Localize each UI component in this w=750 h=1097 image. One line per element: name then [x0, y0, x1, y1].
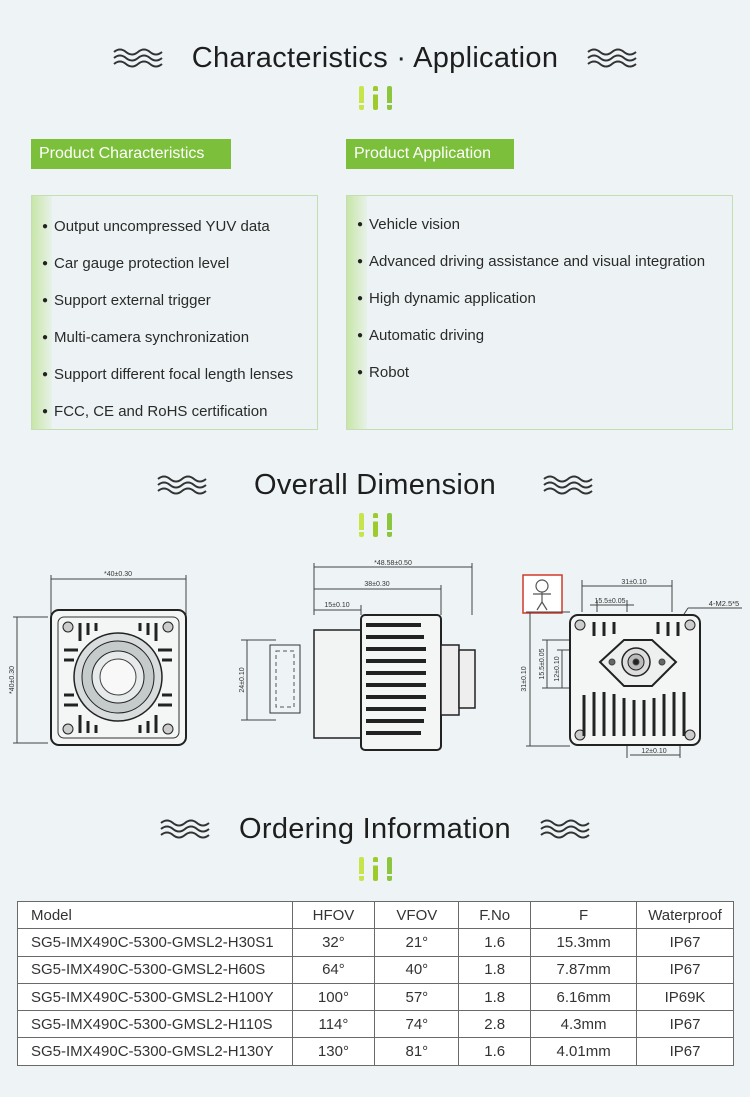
- cell-hfov: 114°: [291, 1010, 376, 1039]
- waves-icon: [160, 819, 210, 839]
- table-row: SG5-IMX490C-5300-GMSL2-H130Y 130° 81° 1.…: [17, 1037, 734, 1066]
- list-item: Advanced driving assistance and visual i…: [357, 243, 705, 280]
- list-item: Robot: [357, 354, 705, 391]
- cell-waterproof: IP69K: [636, 982, 734, 1012]
- cell-waterproof: IP67: [636, 928, 734, 957]
- list-item: Automatic driving: [357, 317, 705, 354]
- cell-vfov: 21°: [374, 928, 460, 957]
- ordering-title-row: Ordering Information: [0, 809, 750, 849]
- header-fno: F.No: [458, 900, 532, 930]
- cell-vfov: 74°: [374, 1010, 460, 1039]
- back-v1-label: 15.5±0.05: [539, 648, 546, 679]
- cell-fno: 2.8: [458, 1010, 532, 1039]
- table-row: SG5-IMX490C-5300-GMSL2-H100Y 100° 57° 1.…: [17, 982, 734, 1012]
- table-header-row: Model HFOV VFOV F.No F Waterproof: [17, 900, 734, 930]
- waves-icon: [587, 48, 637, 68]
- cell-f: 4.01mm: [530, 1037, 638, 1066]
- waves-icon: [543, 475, 593, 495]
- cell-waterproof: IP67: [636, 1010, 734, 1039]
- header-waterproof: Waterproof: [636, 900, 734, 930]
- cell-hfov: 32°: [291, 928, 376, 957]
- side-total-label: *48.58±0.50: [374, 560, 412, 567]
- back-holes-label: 4-M2.5*5: [709, 599, 739, 608]
- cell-hfov: 130°: [291, 1037, 376, 1066]
- cell-vfov: 81°: [374, 1037, 460, 1066]
- list-item: Vehicle vision: [357, 206, 705, 243]
- list-item: Output uncompressed YUV data: [42, 208, 293, 245]
- front-view-drawing: *40±0.30 *40±0.30: [9, 571, 187, 746]
- cell-model: SG5-IMX490C-5300-GMSL2-H60S: [17, 955, 293, 984]
- section-title-characteristics: Characteristics · Application: [191, 41, 559, 74]
- back-inner-label: 15.5±0.05: [594, 598, 625, 605]
- cell-f: 4.3mm: [530, 1010, 638, 1039]
- product-characteristics-tag: Product Characteristics: [31, 139, 231, 169]
- exclamation-marks-icon: [0, 857, 750, 883]
- product-application-tag: Product Application: [346, 139, 514, 169]
- table-row: SG5-IMX490C-5300-GMSL2-H30S1 32° 21° 1.6…: [17, 928, 734, 957]
- table-row: SG5-IMX490C-5300-GMSL2-H60S 64° 40° 1.8 …: [17, 955, 734, 984]
- side-view-drawing: *48.58±0.50 38±0.30 15±0.10 24±0.10: [239, 560, 476, 751]
- back-view-drawing: 31±0.10 15.5±0.05 4-M2.5*5 15.5±0.05 12±…: [521, 574, 742, 758]
- section-title-ordering: Ordering Information: [239, 812, 511, 845]
- dimension-title-row: Overall Dimension: [0, 465, 750, 505]
- cell-fno: 1.6: [458, 1037, 532, 1066]
- characteristics-list: Output uncompressed YUV data Car gauge p…: [42, 208, 293, 430]
- characteristics-title-row: Characteristics · Application: [0, 38, 750, 78]
- cell-f: 15.3mm: [530, 928, 638, 957]
- cell-hfov: 100°: [291, 982, 376, 1012]
- cell-f: 6.16mm: [530, 982, 638, 1012]
- back-top-label: 31±0.10: [621, 579, 646, 586]
- waves-icon: [540, 819, 590, 839]
- cell-vfov: 57°: [374, 982, 460, 1012]
- cell-model: SG5-IMX490C-5300-GMSL2-H130Y: [17, 1037, 293, 1066]
- front-height-label: *40±0.30: [9, 666, 16, 694]
- list-item: Car gauge protection level: [42, 245, 293, 282]
- cell-waterproof: IP67: [636, 1037, 734, 1066]
- application-panel: Vehicle vision Advanced driving assistan…: [346, 195, 733, 430]
- front-width-label: *40±0.30: [104, 571, 132, 578]
- list-item: FCC, CE and RoHS certification: [42, 393, 293, 430]
- cell-waterproof: IP67: [636, 955, 734, 984]
- back-v2-label: 12±0.10: [554, 656, 561, 681]
- list-item: Support different focal length lenses: [42, 356, 293, 393]
- cell-model: SG5-IMX490C-5300-GMSL2-H100Y: [17, 982, 293, 1012]
- application-list: Vehicle vision Advanced driving assistan…: [357, 206, 705, 391]
- cell-model: SG5-IMX490C-5300-GMSL2-H110S: [17, 1010, 293, 1039]
- cell-fno: 1.6: [458, 928, 532, 957]
- back-bottom-label: 12±0.10: [641, 748, 666, 755]
- waves-icon: [113, 48, 163, 68]
- back-height-label: 31±0.10: [521, 666, 528, 691]
- list-item: High dynamic application: [357, 280, 705, 317]
- section-title-dimension: Overall Dimension: [253, 468, 496, 501]
- list-item: Support external trigger: [42, 282, 293, 319]
- cell-model: SG5-IMX490C-5300-GMSL2-H30S1: [17, 928, 293, 957]
- ordering-table: Model HFOV VFOV F.No F Waterproof SG5-IM…: [17, 900, 734, 1066]
- side-body-label: 38±0.30: [364, 581, 389, 588]
- cell-f: 7.87mm: [530, 955, 638, 984]
- table-row: SG5-IMX490C-5300-GMSL2-H110S 114° 74° 2.…: [17, 1010, 734, 1039]
- characteristics-panel: Output uncompressed YUV data Car gauge p…: [31, 195, 318, 430]
- header-vfov: VFOV: [374, 900, 460, 930]
- cell-vfov: 40°: [374, 955, 460, 984]
- list-item: Multi-camera synchronization: [42, 319, 293, 356]
- exclamation-marks-icon: [0, 513, 750, 539]
- exclamation-marks-icon: [0, 86, 750, 112]
- cell-hfov: 64°: [291, 955, 376, 984]
- side-height-label: 24±0.10: [239, 667, 246, 692]
- cell-fno: 1.8: [458, 982, 532, 1012]
- waves-icon: [157, 475, 207, 495]
- header-hfov: HFOV: [291, 900, 376, 930]
- side-lens-label: 15±0.10: [324, 602, 349, 609]
- cell-fno: 1.8: [458, 955, 532, 984]
- header-f: F: [530, 900, 638, 930]
- header-model: Model: [17, 900, 293, 930]
